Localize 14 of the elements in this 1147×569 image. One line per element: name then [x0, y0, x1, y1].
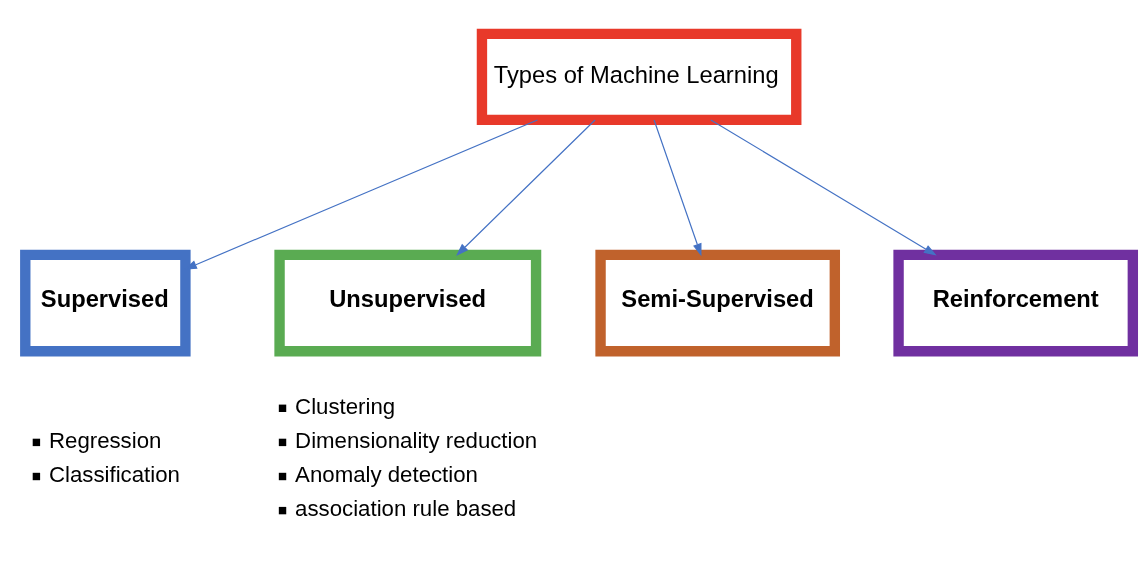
node-label: association rule based [295, 495, 517, 521]
node-box: Semi-Supervised [595, 249, 840, 357]
node-box: Reinforcement [893, 249, 1138, 357]
node-label: Anomaly detection [295, 461, 478, 487]
node-box: Types of Machine Learning [476, 28, 802, 126]
node-box: Unsupervised [274, 249, 542, 357]
arrow [456, 119, 596, 256]
node-label: Dimensionality reduction [295, 427, 538, 453]
node-label: Clustering [295, 393, 396, 419]
arrow [653, 119, 702, 257]
node-label: Regression [49, 427, 162, 453]
node-label: Classification [49, 461, 180, 487]
arrow [710, 119, 937, 256]
node-box: Supervised [20, 249, 191, 357]
